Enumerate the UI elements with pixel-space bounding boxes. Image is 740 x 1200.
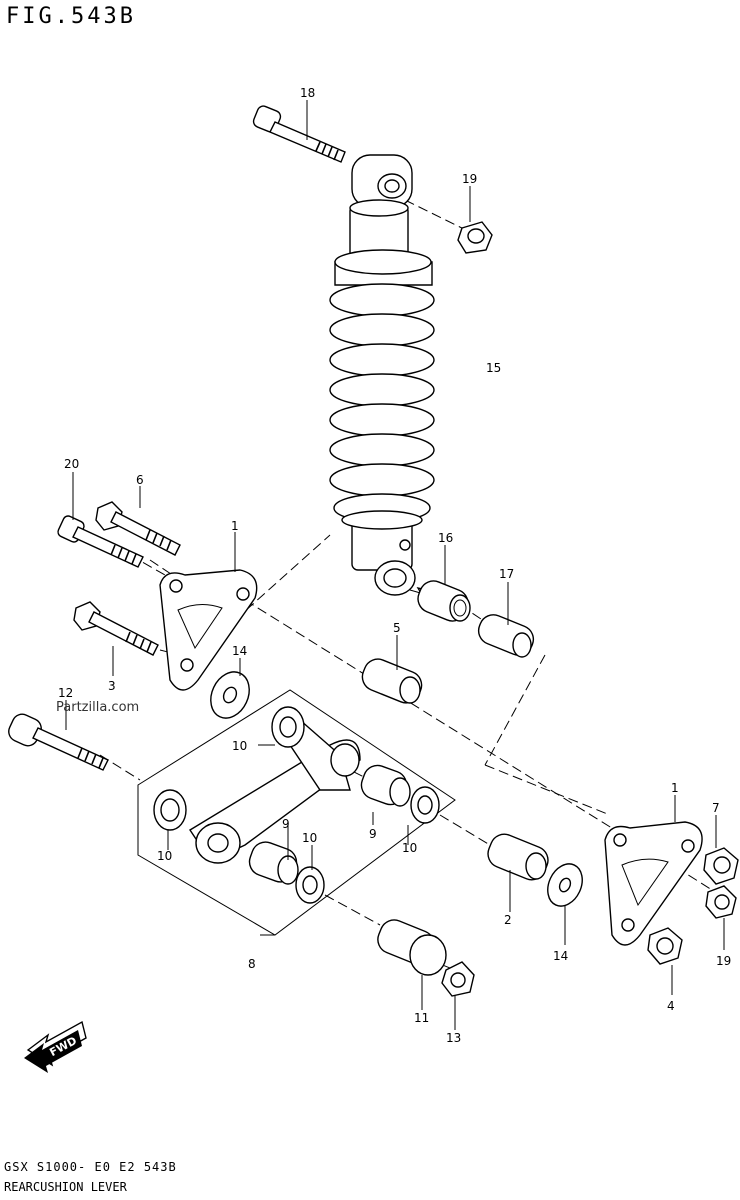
- callout-3: 3: [108, 679, 116, 693]
- bolt-3: [73, 601, 159, 656]
- bearing-9-left: [248, 841, 299, 885]
- callout-14-left: 14: [232, 644, 247, 658]
- watermark: Partzilla.com: [56, 700, 140, 715]
- footer-caption: REARCUSHION LEVER: [4, 1180, 127, 1194]
- callout-labels: 18 19 15 20 6 1 16 17 5 14 3 12 10 10 9 …: [58, 86, 731, 1045]
- callout-18: 18: [300, 86, 315, 100]
- bolt-18: [252, 105, 346, 163]
- collar-2: [487, 833, 549, 881]
- washer-14-right: [547, 863, 583, 907]
- callout-7: 7: [712, 801, 720, 815]
- shock-absorber-15: [329, 154, 435, 596]
- collar-17: [477, 614, 535, 658]
- washer-14-left: [210, 671, 250, 719]
- callout-8: 8: [248, 957, 256, 971]
- callout-9-b: 9: [369, 827, 377, 841]
- bolt-12: [8, 713, 109, 771]
- bracket-1-left: [159, 569, 258, 691]
- bolt-11: [377, 919, 447, 976]
- bolt-6: [95, 501, 181, 556]
- callout-19-upper: 19: [462, 172, 477, 186]
- bearing-9-right: [360, 764, 411, 807]
- nut-13: [441, 961, 475, 997]
- nut-4: [647, 927, 683, 965]
- footer-code: GSX S1000- E0 E2 543B: [4, 1160, 177, 1174]
- bolt-20: [57, 515, 144, 568]
- figure-title: FIG.543B: [6, 4, 136, 29]
- bearing-16: [416, 580, 471, 622]
- bearing-10-mid: [295, 866, 325, 904]
- callout-2: 2: [504, 913, 512, 927]
- bracket-1-right: [604, 821, 703, 946]
- callout-4: 4: [667, 999, 675, 1013]
- callout-1-right: 1: [671, 781, 679, 795]
- callout-15: 15: [486, 361, 501, 375]
- callout-17: 17: [499, 567, 514, 581]
- nut-7: [703, 847, 739, 885]
- callout-11: 11: [414, 1011, 429, 1025]
- cushion-lever: [189, 706, 361, 864]
- collar-5: [361, 658, 423, 704]
- callout-12: 12: [58, 686, 73, 700]
- fwd-arrow-icon: FWD: [24, 1020, 87, 1073]
- callout-6: 6: [136, 473, 144, 487]
- nut-19-lower: [705, 885, 737, 919]
- callout-10-b: 10: [157, 849, 172, 863]
- bearing-10-right: [410, 786, 440, 824]
- bearing-10-left: [153, 789, 187, 831]
- callout-20: 20: [64, 457, 79, 471]
- callout-10-c: 10: [302, 831, 317, 845]
- callout-19-lower: 19: [716, 954, 731, 968]
- callout-10-d: 10: [402, 841, 417, 855]
- callout-16: 16: [438, 531, 453, 545]
- callout-13: 13: [446, 1031, 461, 1045]
- callout-5: 5: [393, 621, 401, 635]
- callout-leaders: [65, 100, 725, 1030]
- callout-14-right: 14: [553, 949, 568, 963]
- link-assembly-outline: [137, 689, 456, 936]
- callout-1-left: 1: [231, 519, 239, 533]
- callout-9-a: 9: [282, 817, 290, 831]
- nut-19-upper: [457, 221, 493, 254]
- callout-10-a: 10: [232, 739, 247, 753]
